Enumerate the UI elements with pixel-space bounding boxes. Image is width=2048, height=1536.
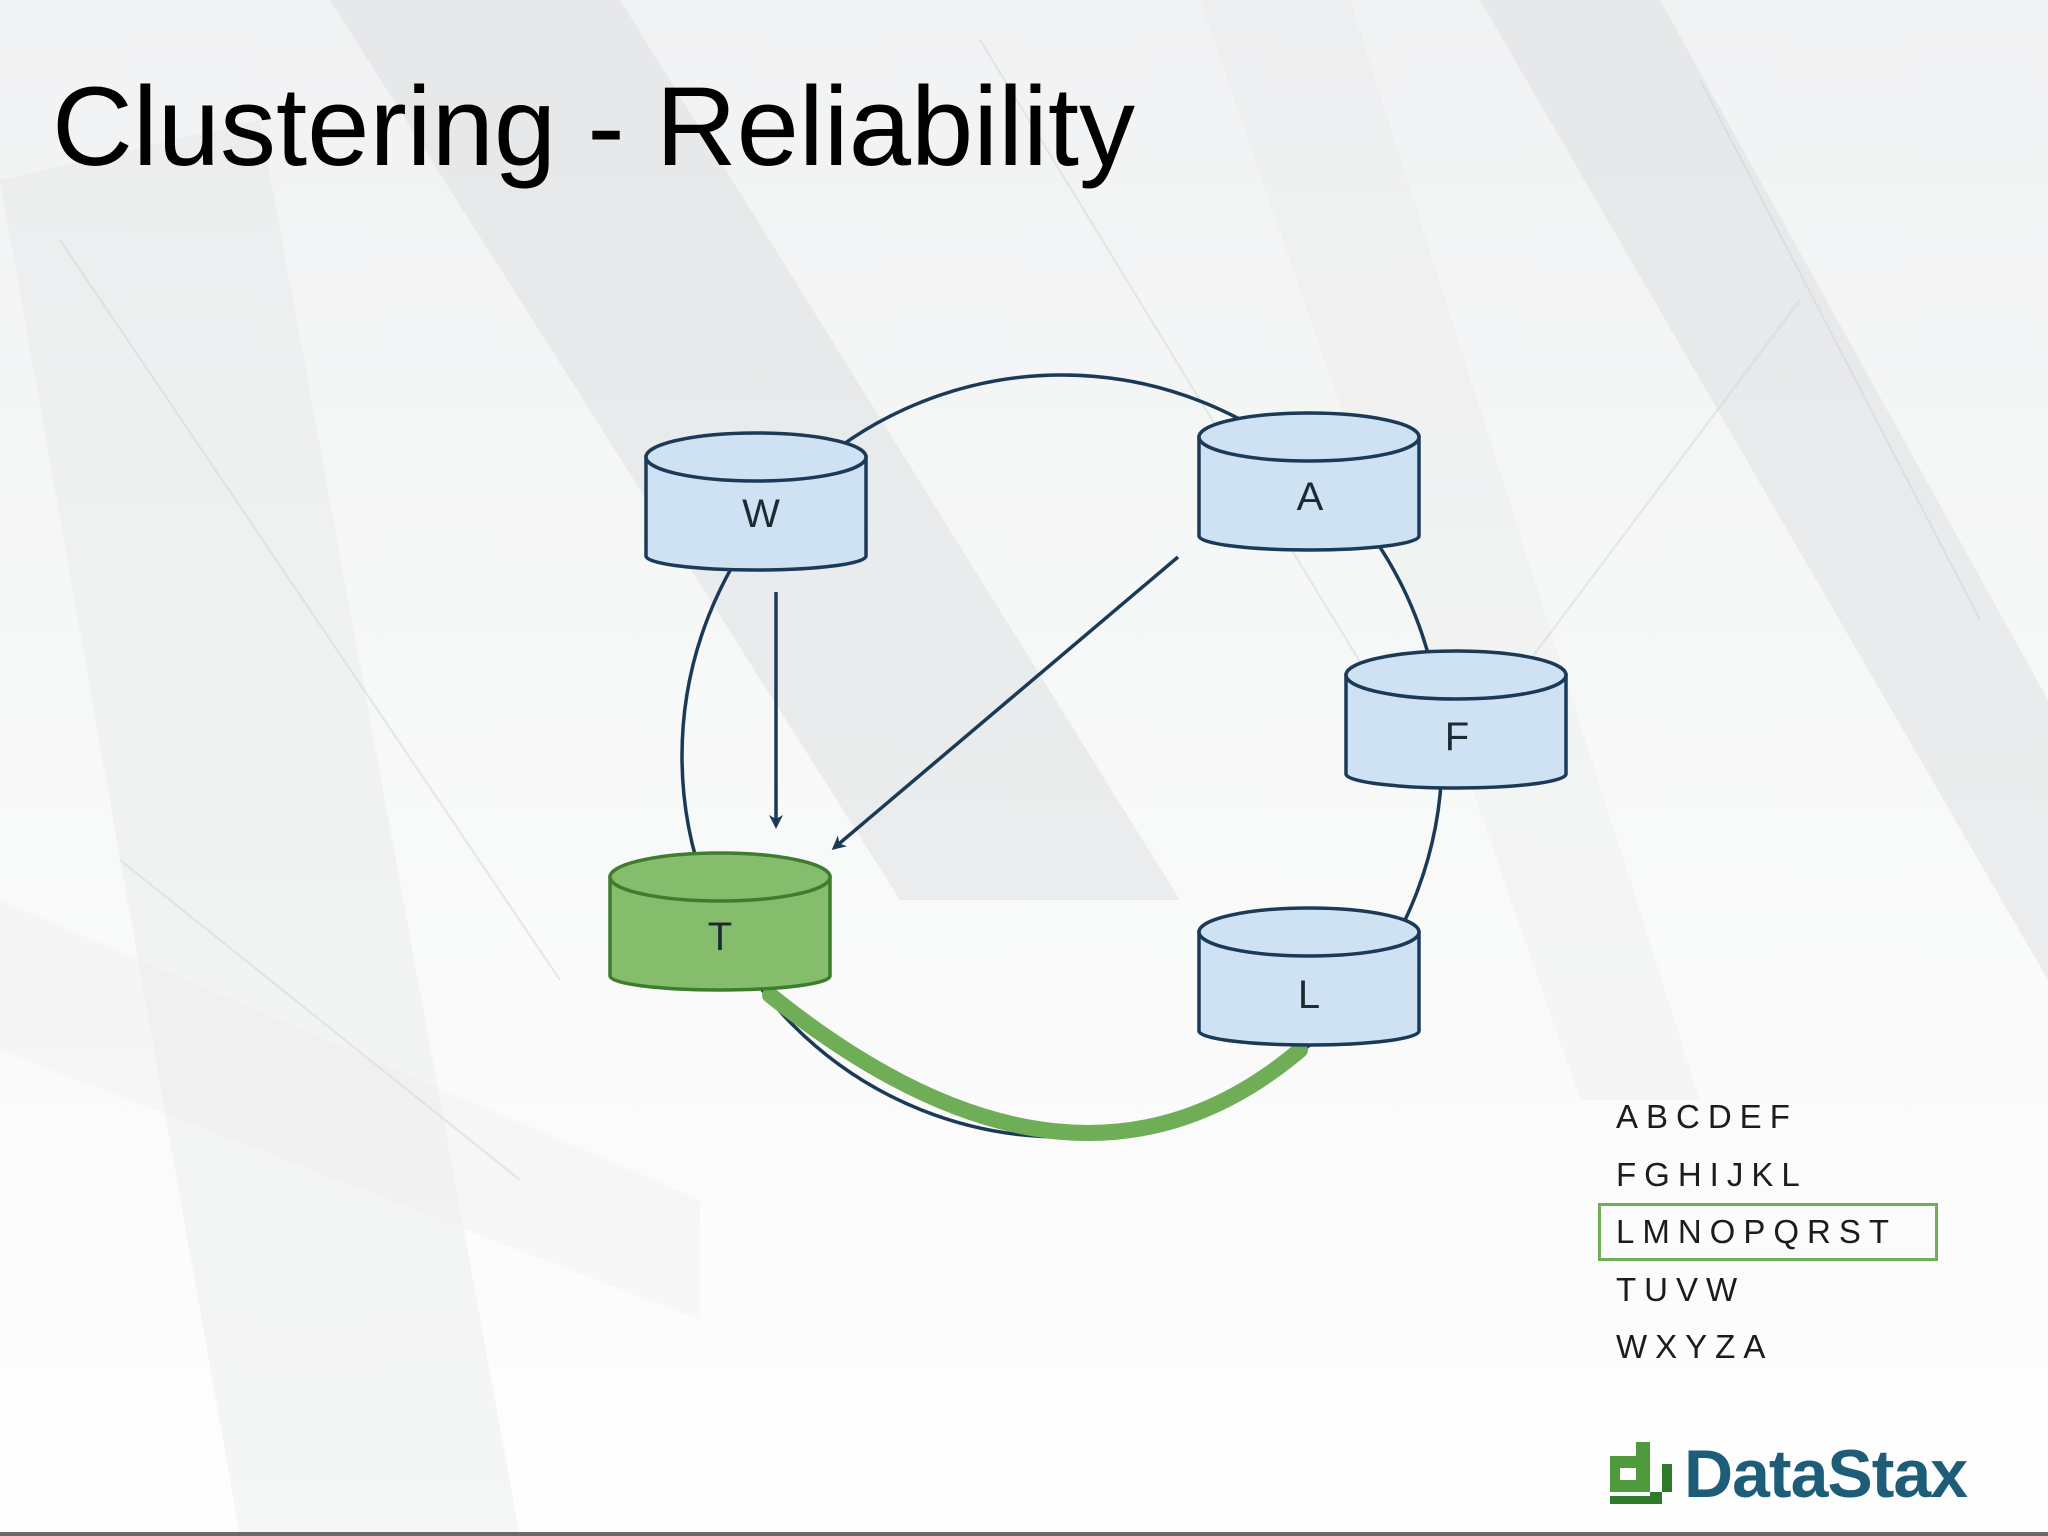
node-w-label: W: [742, 492, 780, 536]
datastax-logo-text: DataStax: [1684, 1436, 1968, 1512]
node-f[interactable]: F: [1344, 649, 1568, 790]
node-l[interactable]: L: [1197, 906, 1421, 1047]
node-t-label: T: [708, 915, 732, 959]
highlighted-range-arc: [762, 987, 1308, 1141]
node-t[interactable]: T: [608, 851, 832, 992]
token-range-row: ABCDEF: [1616, 1098, 1798, 1135]
bottom-rule: [0, 1532, 2048, 1536]
datastax-logo: DataStax: [1602, 1434, 2022, 1514]
token-range-row: WXYZA: [1616, 1328, 1774, 1365]
slide-title: Clustering - Reliability: [52, 64, 1136, 189]
node-a[interactable]: A: [1197, 411, 1421, 552]
node-w[interactable]: W: [644, 431, 868, 572]
arrow-a-to-t: [831, 555, 1180, 850]
token-range-row: FGHIJKL: [1616, 1155, 1808, 1193]
node-a-label: A: [1297, 475, 1324, 519]
node-f-label: F: [1445, 715, 1469, 759]
token-range-list: ABCDEF FGHIJKL LMNOPQRST TUVW WXYZA: [1598, 1088, 1938, 1376]
token-range-row: TUVW: [1616, 1270, 1746, 1308]
node-l-label: L: [1298, 973, 1320, 1017]
datastax-logo-icon: [1610, 1442, 1672, 1504]
token-range-row-highlighted: LMNOPQRST: [1598, 1203, 1938, 1261]
